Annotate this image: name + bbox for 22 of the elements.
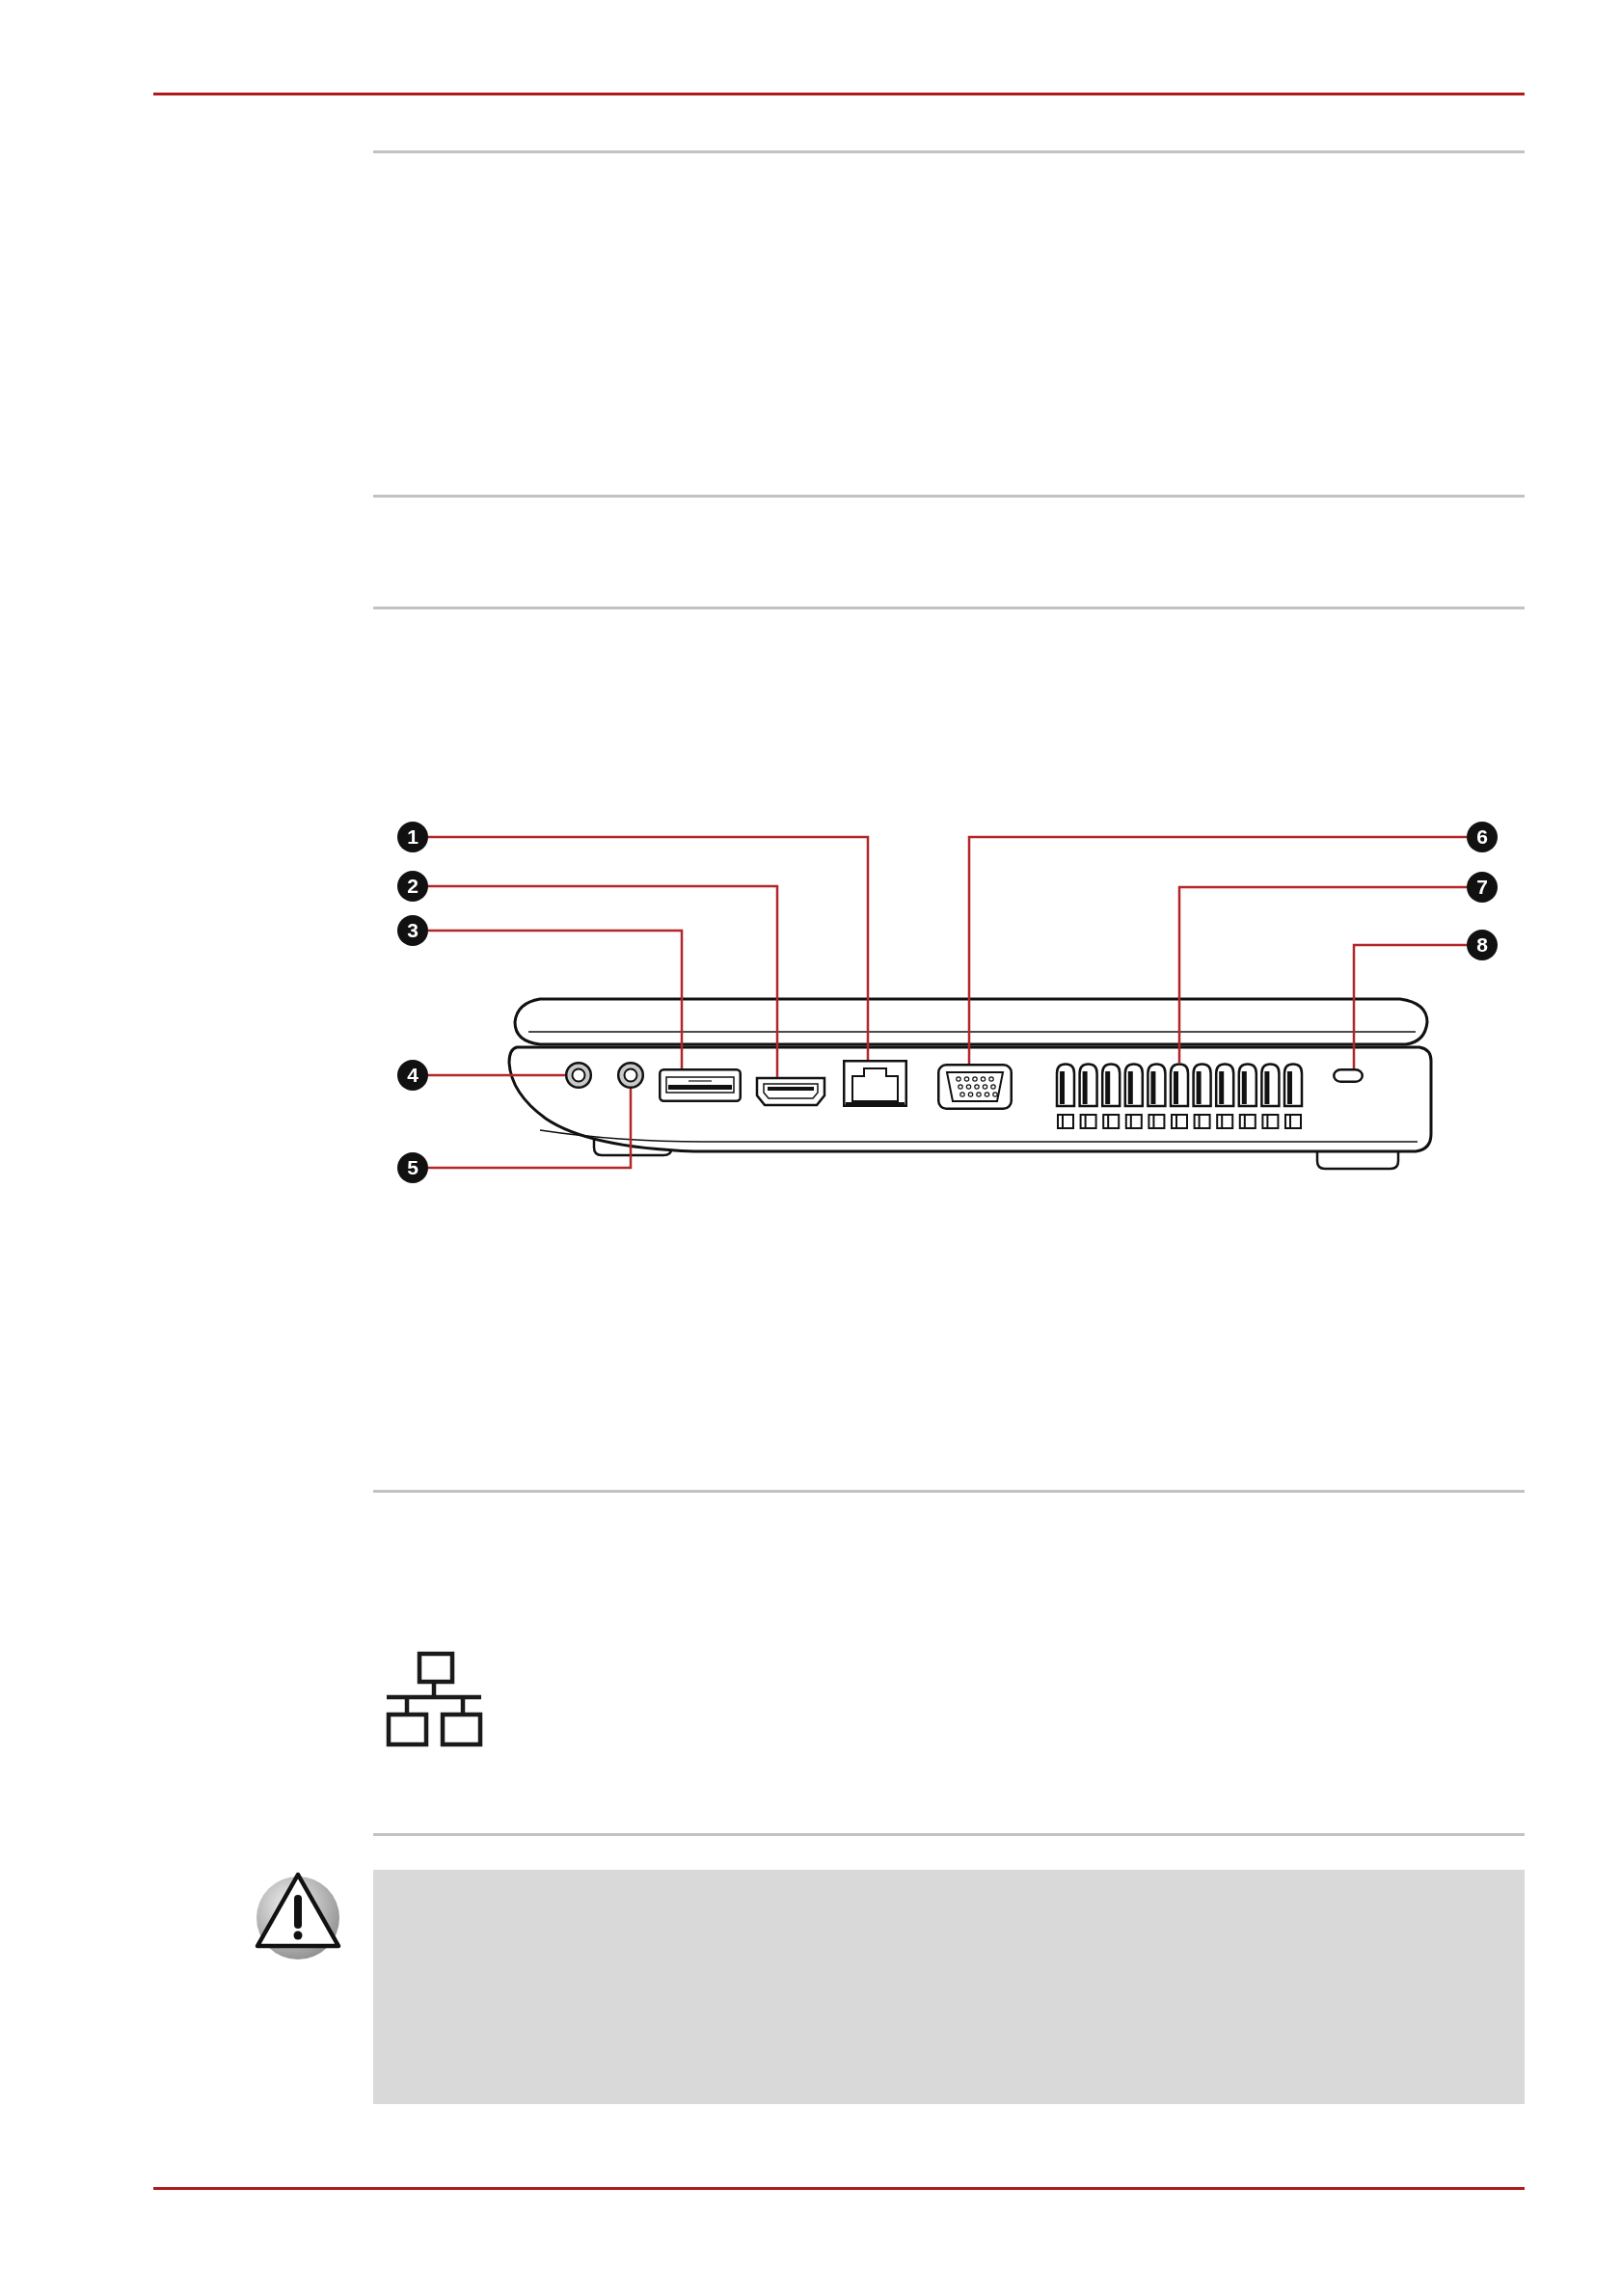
callout-number: 2	[397, 871, 428, 902]
callout-number: 7	[1467, 872, 1498, 903]
callout-number: 6	[1467, 822, 1498, 852]
usb-port	[659, 1068, 742, 1102]
hdmi-port	[755, 1076, 826, 1107]
lan-port	[843, 1060, 907, 1107]
leader-line	[967, 835, 1467, 1064]
leader-line	[428, 929, 684, 1068]
callout-number: 4	[397, 1060, 428, 1091]
security-lock-slot	[1333, 1068, 1364, 1083]
air-vent-grille-drawing	[1055, 1063, 1304, 1129]
callout-number: 3	[397, 915, 428, 946]
leader-line	[428, 884, 779, 1077]
leader-line	[428, 1089, 633, 1170]
leader-line	[1352, 943, 1467, 1068]
callout-number: 1	[397, 822, 428, 852]
vga-port	[937, 1064, 1013, 1110]
callout-number: 5	[397, 1152, 428, 1183]
leader-line	[428, 835, 870, 1060]
leader-line	[1177, 885, 1467, 1063]
callout-number: 8	[1467, 930, 1498, 960]
leader-line	[428, 1073, 565, 1077]
